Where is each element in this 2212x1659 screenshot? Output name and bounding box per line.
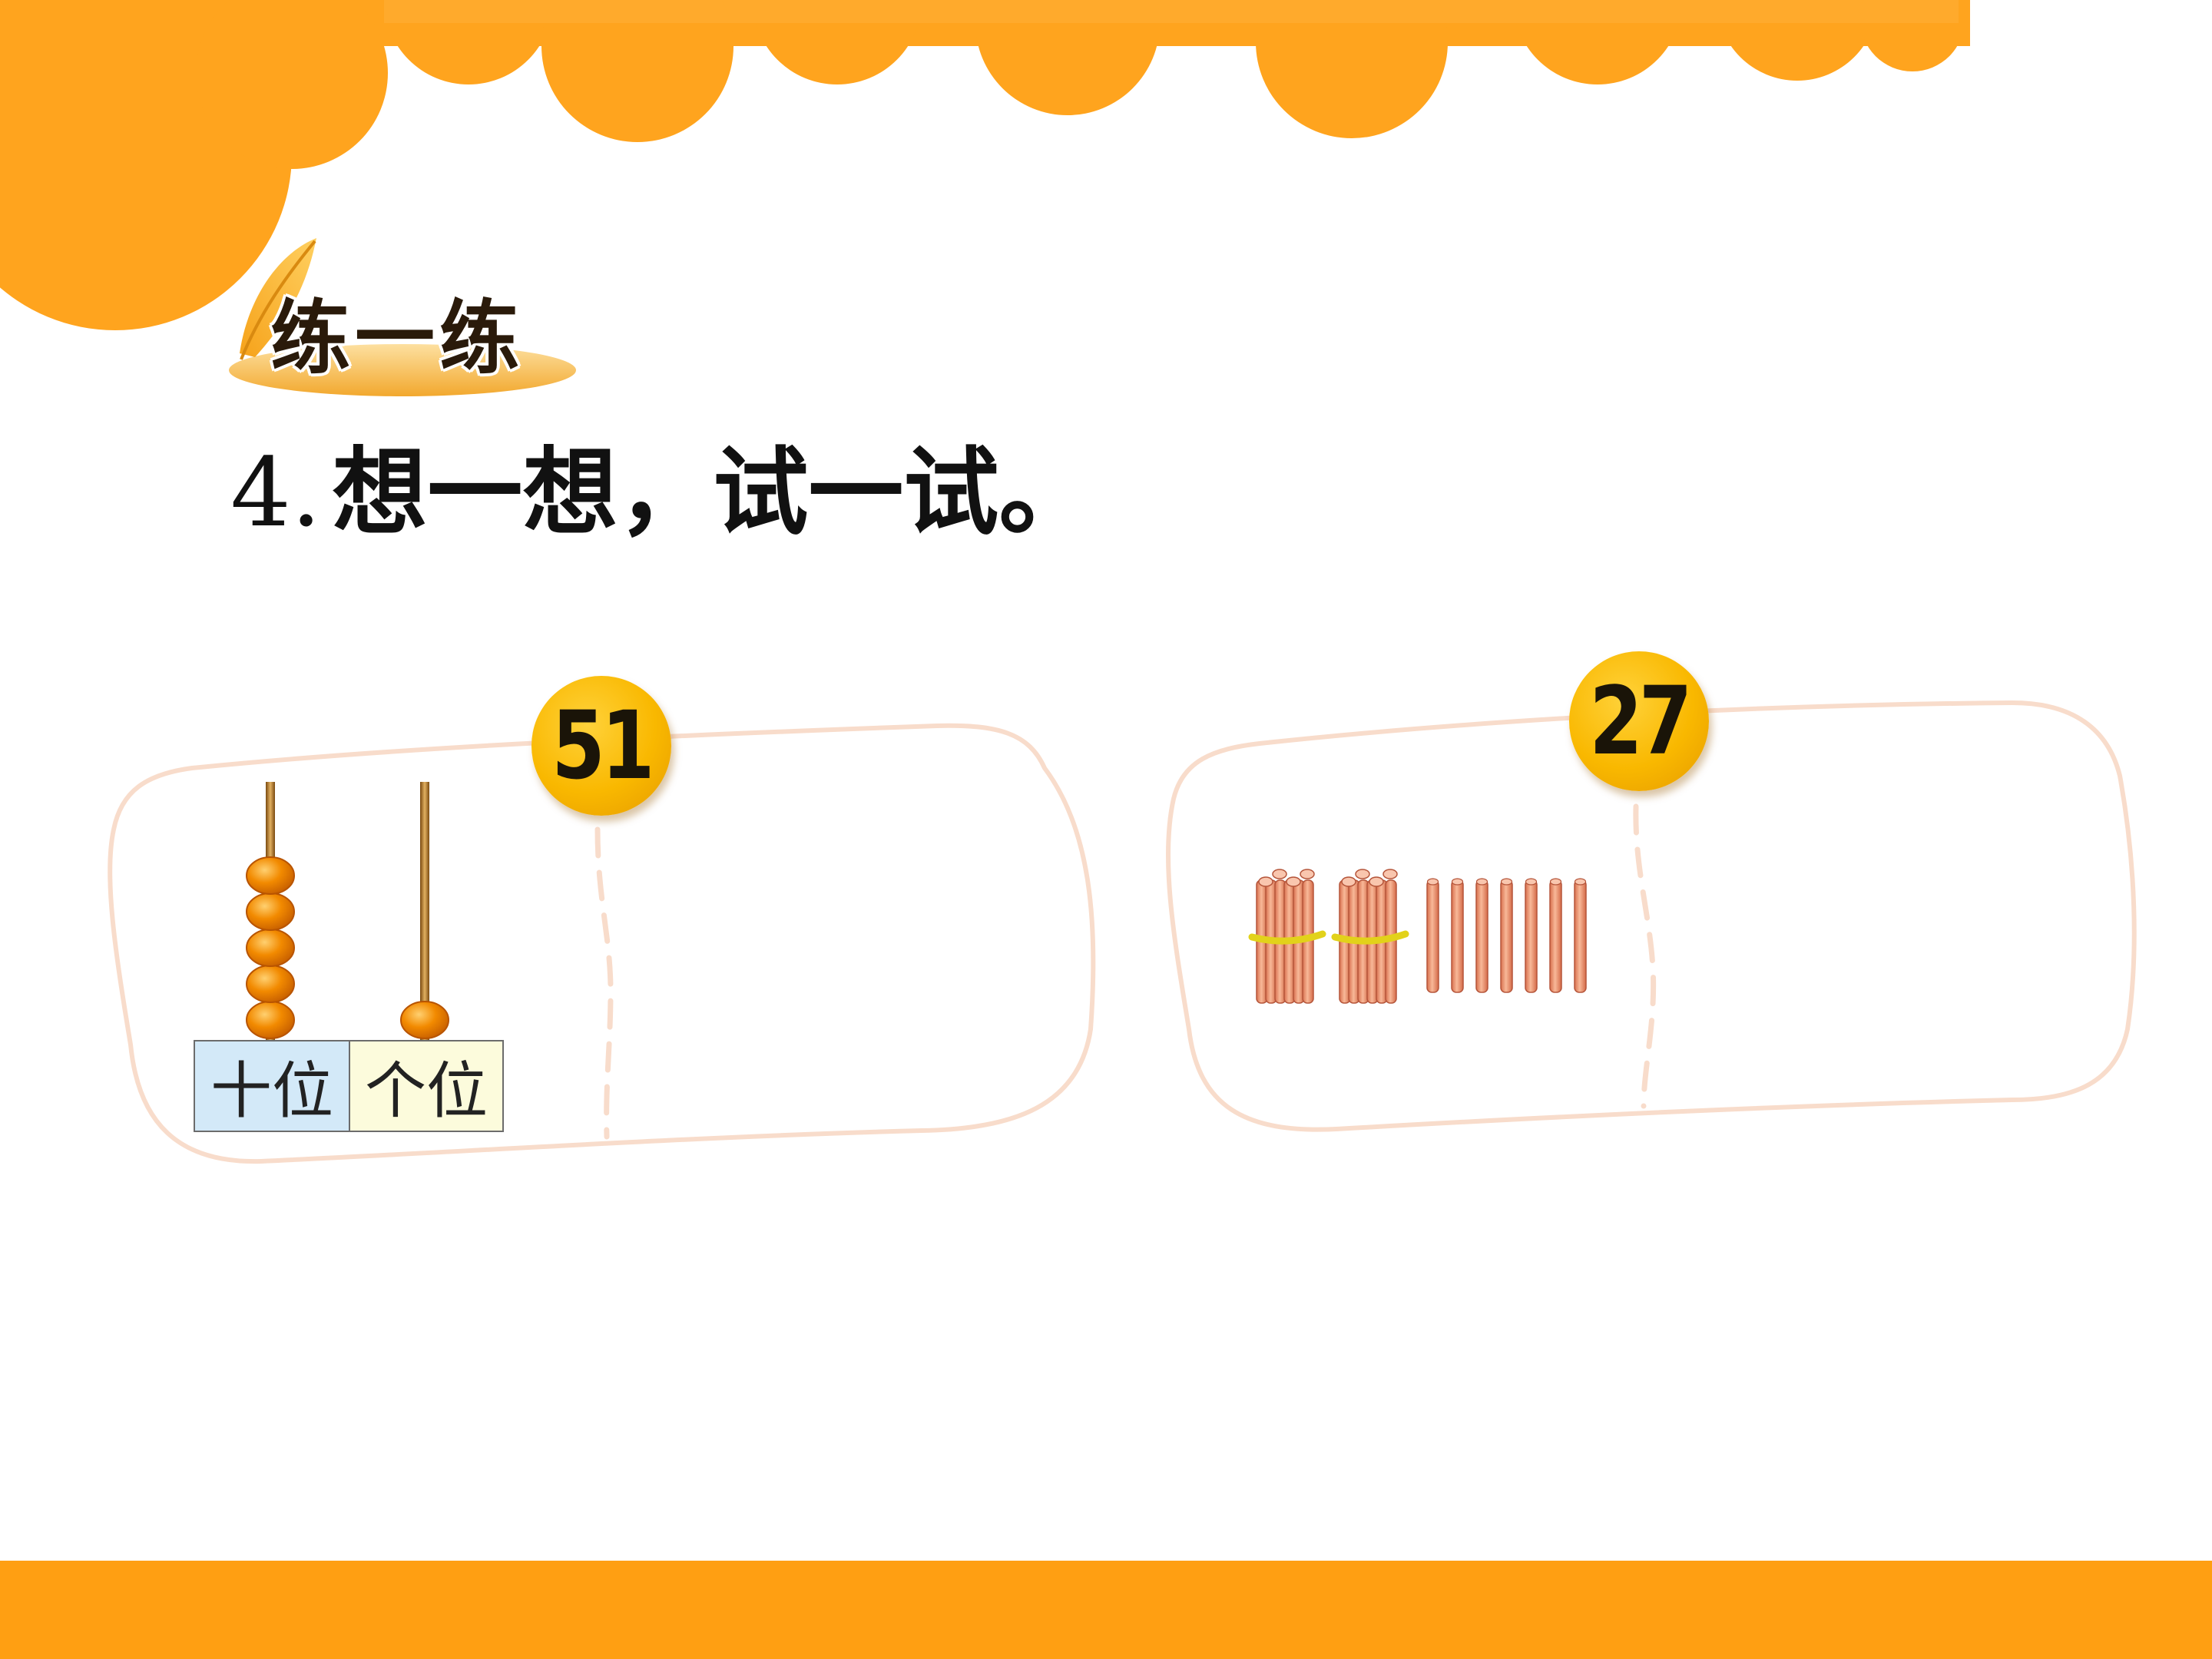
tens-place-label: 十位 xyxy=(195,1041,350,1131)
abacus-rod-ones xyxy=(420,782,429,1041)
single-stick xyxy=(1451,878,1464,993)
single-stick xyxy=(1426,878,1439,993)
single-sticks xyxy=(1426,878,1587,993)
stick-bundle xyxy=(1248,869,1326,1004)
ones-place-label: 个位 xyxy=(350,1041,502,1131)
single-stick xyxy=(1525,878,1538,993)
abacus-bead xyxy=(246,856,295,895)
single-stick xyxy=(1574,878,1587,993)
single-stick xyxy=(1500,878,1513,993)
exercise-instruction: 想一想，试一试。 xyxy=(332,437,1094,548)
single-stick xyxy=(1475,878,1488,993)
practice-badge: 练一练 xyxy=(224,230,585,407)
stick-bundles xyxy=(1248,869,1409,1004)
stick-bundle xyxy=(1331,869,1409,1004)
abacus-bead xyxy=(400,1001,449,1039)
feather-ribbon-icon xyxy=(229,238,576,396)
right-panel-divider xyxy=(1633,803,1657,1109)
place-value-table: 十位 个位 xyxy=(194,1040,504,1132)
badge-title: 练一练 xyxy=(270,291,525,385)
bottom-bar xyxy=(0,1561,2212,1659)
number-badge-51: 51 xyxy=(531,676,671,816)
tens-beads xyxy=(246,856,295,1039)
exercise-question: 4.想一想，试一试。 xyxy=(230,445,1094,541)
right-panel-frame xyxy=(1165,700,2137,1132)
single-stick xyxy=(1549,878,1562,993)
exercise-number: 4. xyxy=(230,438,322,548)
number-badge-27: 27 xyxy=(1569,651,1709,791)
ones-beads xyxy=(400,1001,449,1039)
left-panel-frame xyxy=(108,723,1096,1164)
left-panel-divider xyxy=(594,826,614,1140)
